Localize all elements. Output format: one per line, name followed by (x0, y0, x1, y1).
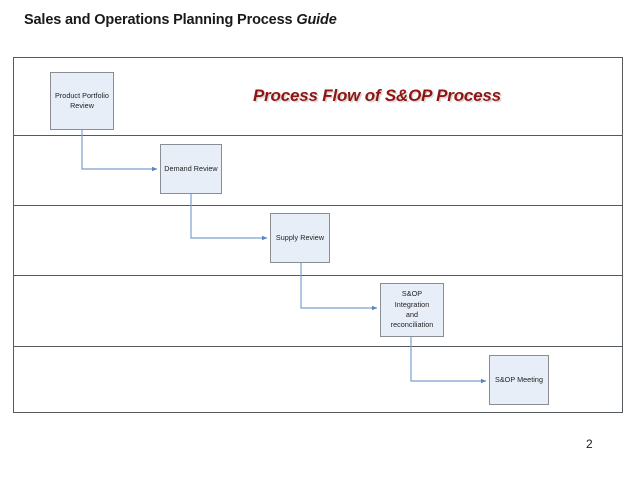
diagram-title: Process Flow of S&OP Process (253, 86, 501, 105)
process-box-label: S&OP Meeting (494, 374, 543, 384)
process-box-demand-review[interactable]: Demand Review (160, 144, 222, 194)
page-title-main: Sales and Operations Planning Process (24, 12, 297, 28)
process-box-label: Demand Review (164, 163, 218, 173)
process-box-label: S&OP Integration and reconciliation (390, 289, 434, 330)
page-title: Sales and Operations Planning Process Gu… (24, 12, 337, 28)
lane-divider-4 (14, 345, 622, 347)
process-box-product-portfolio-review[interactable]: Product Portfolio Review (50, 72, 114, 130)
process-box-label: Product Portfolio Review (55, 90, 109, 110)
page-title-emphasis: Guide (296, 12, 337, 28)
process-box-sop-integration-and-reconciliation[interactable]: S&OP Integration and reconciliation (380, 283, 444, 337)
lane-divider-3 (14, 274, 622, 276)
process-box-supply-review[interactable]: Supply Review (270, 213, 330, 263)
process-box-label: Supply Review (275, 232, 325, 242)
lane-divider-1 (14, 134, 622, 136)
lane-divider-2 (14, 204, 622, 206)
page-number: 2 (586, 437, 593, 451)
process-box-sop-meeting[interactable]: S&OP Meeting (489, 355, 549, 405)
